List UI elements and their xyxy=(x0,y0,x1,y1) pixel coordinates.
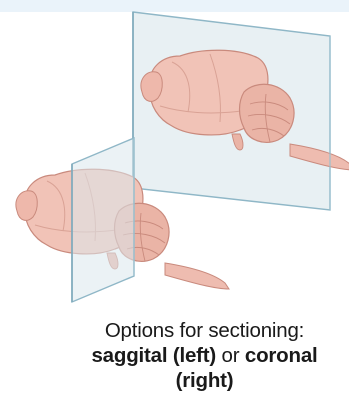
brain-top-right xyxy=(133,12,349,210)
caption-line-3: (right) xyxy=(60,368,349,393)
coronal-label: coronal xyxy=(245,344,318,367)
caption: Options for sectioning: saggital (left) … xyxy=(60,318,349,393)
connector-text: or xyxy=(222,344,240,367)
sagittal-label: saggital (left) xyxy=(91,344,216,367)
brain-sectioning-illustration xyxy=(0,0,349,320)
caption-line-2: saggital (left) or coronal xyxy=(60,343,349,368)
caption-line-1: Options for sectioning: xyxy=(60,318,349,343)
